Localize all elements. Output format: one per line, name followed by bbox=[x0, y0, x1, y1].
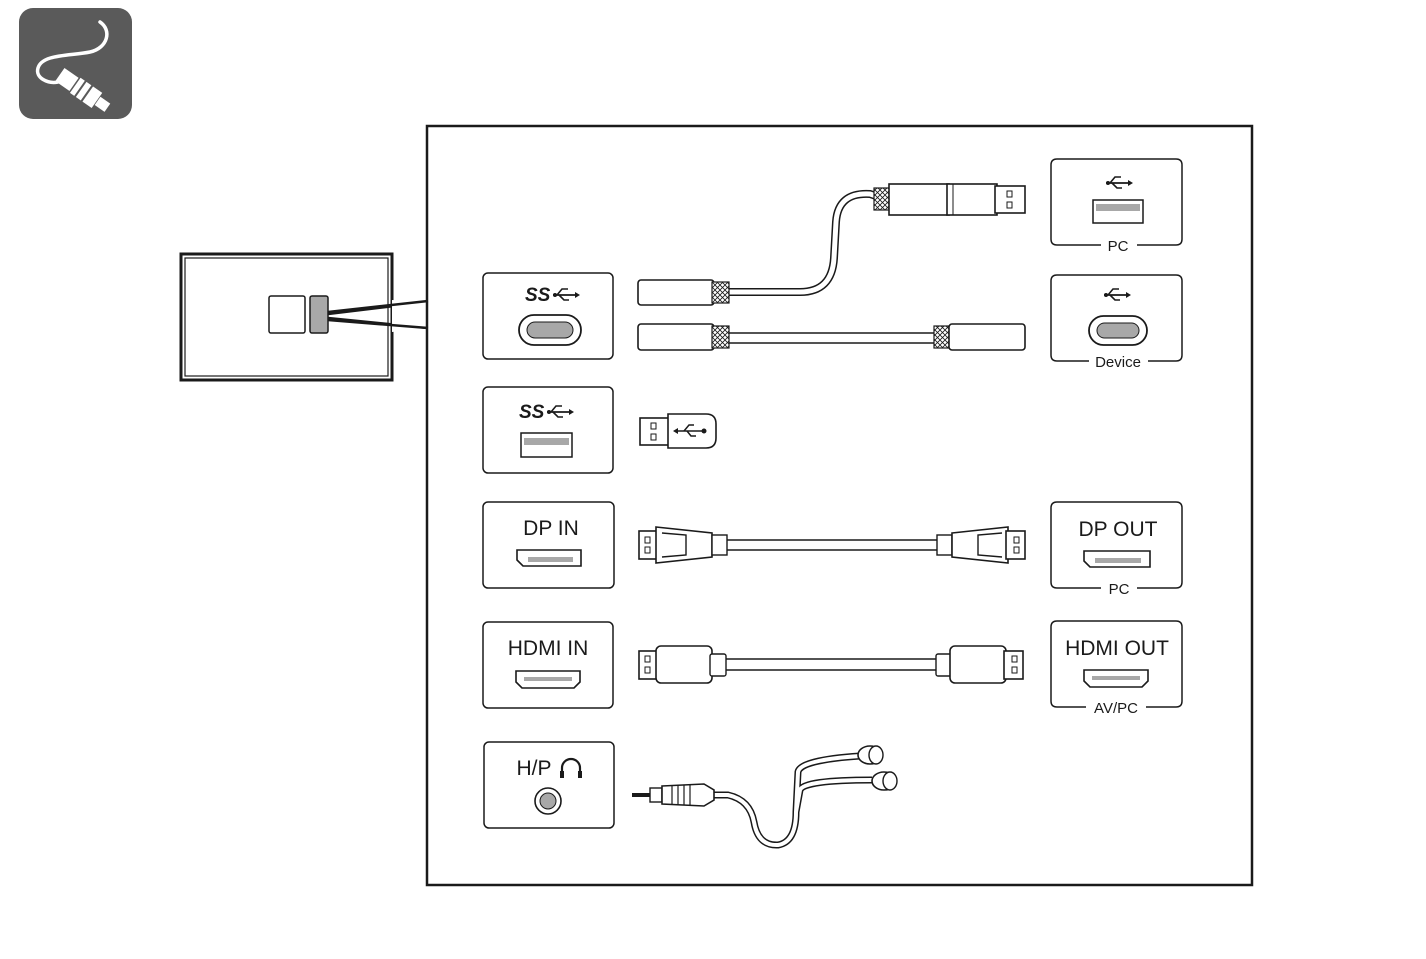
cable-earphones bbox=[632, 745, 898, 849]
usb-a-plug bbox=[639, 413, 717, 449]
usb-icon bbox=[673, 424, 707, 437]
device-usbc: Device bbox=[1050, 274, 1183, 371]
hdmi-out-label: HDMI OUT bbox=[1065, 637, 1169, 660]
cable-displayport bbox=[638, 526, 1026, 564]
device-pc-usb: PC bbox=[1050, 158, 1183, 255]
device-caption: Device bbox=[1095, 354, 1141, 371]
device-caption: PC bbox=[1109, 581, 1130, 598]
port-usb-a: SS bbox=[482, 386, 614, 474]
cable-usbc-to-usba bbox=[637, 183, 1026, 306]
connection-cable-icon bbox=[19, 8, 132, 119]
cable-hdmi bbox=[638, 645, 1024, 684]
hdmi-in-label: HDMI IN bbox=[508, 637, 589, 660]
ss-symbol: SS bbox=[519, 402, 545, 423]
port-dp-in: DP IN bbox=[482, 501, 615, 589]
device-hdmi-out: AV/PC HDMI OUT bbox=[1050, 620, 1183, 717]
usb-icon bbox=[553, 288, 580, 301]
port-headphone: H/P bbox=[483, 741, 615, 829]
port-hdmi-in: HDMI IN bbox=[482, 621, 614, 709]
cable-usbc-to-usbc bbox=[637, 323, 1026, 351]
device-caption: AV/PC bbox=[1094, 700, 1138, 717]
monitor-rear-inset bbox=[179, 252, 429, 382]
headphone-icon bbox=[560, 757, 582, 778]
device-dp-out: PC DP OUT bbox=[1050, 501, 1183, 598]
inset-port-highlight bbox=[309, 295, 329, 334]
usb-icon bbox=[1104, 288, 1131, 301]
usb-icon bbox=[547, 405, 574, 418]
hp-label: H/P bbox=[516, 757, 551, 780]
inset-port-empty bbox=[268, 295, 306, 334]
dp-in-label: DP IN bbox=[523, 517, 579, 540]
device-caption: PC bbox=[1108, 238, 1129, 255]
ss-symbol: SS bbox=[525, 285, 551, 306]
dp-out-label: DP OUT bbox=[1079, 518, 1158, 541]
port-usb-c: SS bbox=[482, 272, 614, 360]
usb-icon bbox=[1106, 176, 1133, 189]
